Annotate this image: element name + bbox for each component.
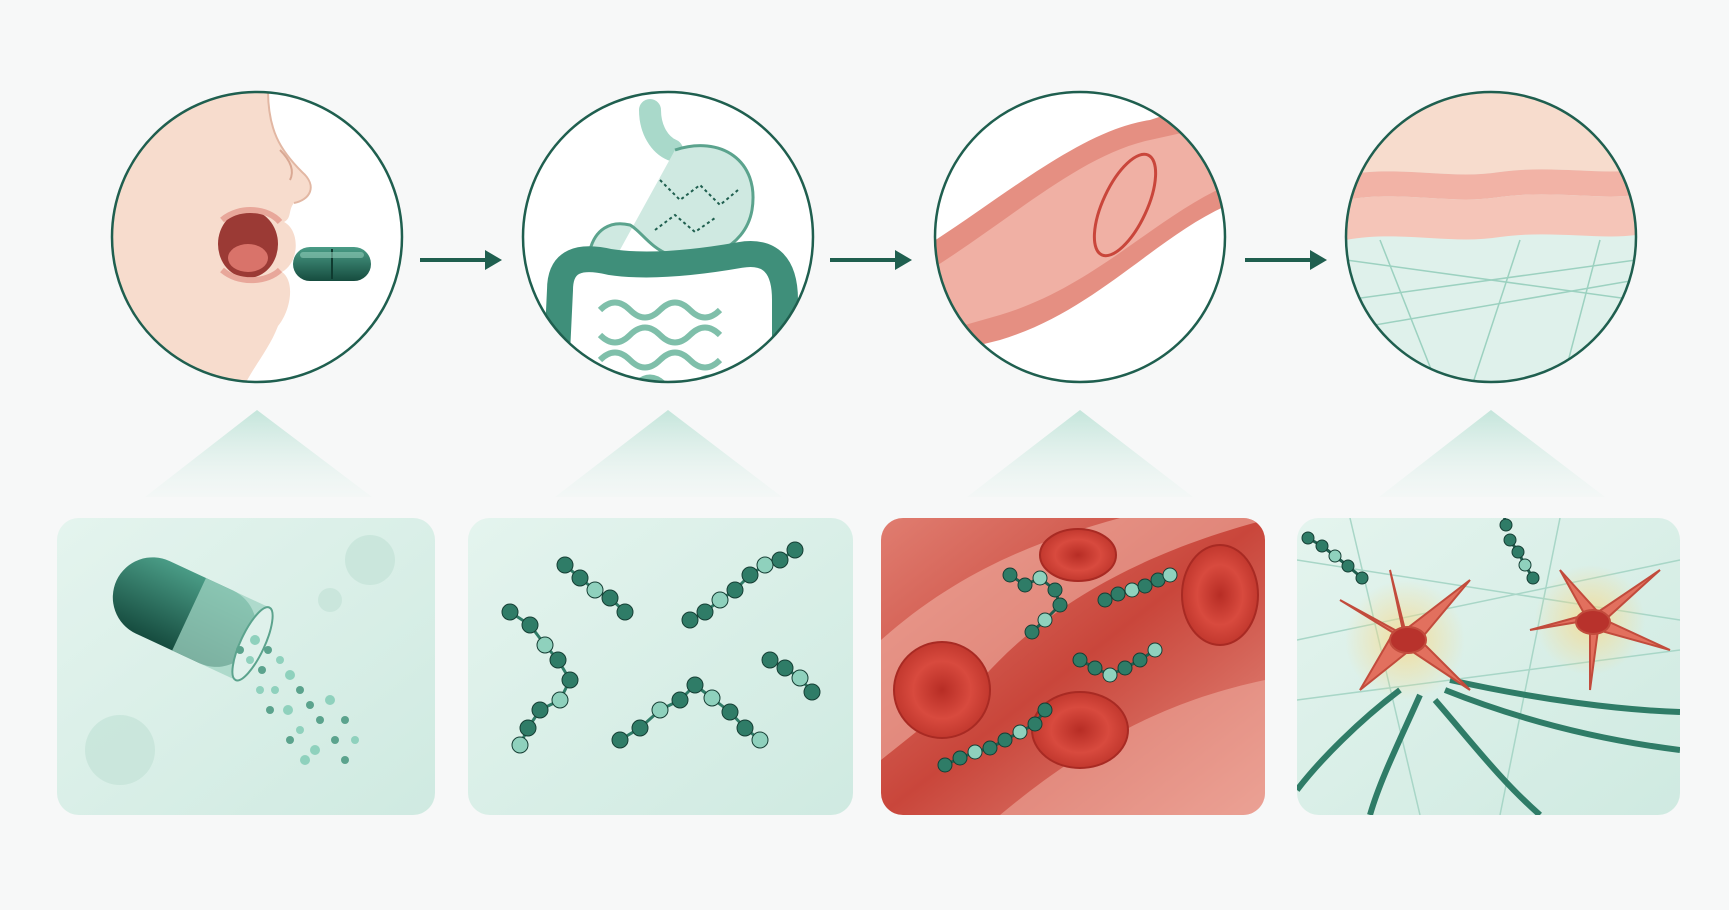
peptide-chain	[1072, 642, 1163, 683]
particle	[271, 686, 279, 694]
blood-vessel-icon	[933, 90, 1227, 384]
peptide-chain	[1002, 567, 1068, 640]
fibroblasts-and-collagen-fibers-icon	[1297, 518, 1680, 815]
peptide-chain	[681, 541, 804, 629]
particle	[300, 755, 310, 765]
particle	[236, 646, 244, 654]
right-arrow-icon	[830, 250, 912, 270]
particle-burst	[236, 635, 359, 765]
particle	[264, 646, 272, 654]
projection-cone-1	[145, 410, 372, 497]
particle	[266, 706, 274, 714]
peptide-chain	[611, 676, 769, 749]
particle	[258, 666, 266, 674]
capsule-releasing-particles-icon	[57, 518, 435, 815]
projection-cones	[145, 410, 1605, 497]
particle	[341, 716, 349, 724]
particle	[341, 756, 349, 764]
peptide-chains	[501, 541, 821, 754]
red-blood-cells-with-peptides-icon	[881, 518, 1265, 815]
projection-cone-4	[1379, 410, 1605, 497]
peptide-chain	[556, 556, 634, 621]
mouth-with-capsule-icon	[110, 90, 404, 384]
projection-cone-3	[967, 410, 1193, 497]
capsule-icon	[293, 247, 371, 281]
right-arrow-icon	[420, 250, 502, 270]
incoming-peptides	[1301, 518, 1540, 585]
particle	[286, 736, 294, 744]
peptide-chains-icon	[468, 518, 853, 815]
red-blood-cells	[893, 528, 1259, 769]
projection-cone-2	[555, 410, 782, 497]
particle	[285, 670, 295, 680]
particle	[306, 701, 314, 709]
particle	[331, 736, 339, 744]
fibroblast-cells	[1339, 569, 1671, 691]
peptide-chain	[761, 651, 821, 701]
blood-peptide-chains	[937, 567, 1178, 773]
particle	[256, 686, 264, 694]
peptide-chain	[1097, 567, 1178, 608]
flow-arrows	[420, 250, 1327, 270]
skin-cross-section-icon	[1344, 90, 1638, 384]
particle	[325, 695, 335, 705]
peptide-chain	[1499, 518, 1513, 532]
peptide-chain	[501, 603, 579, 754]
particle	[296, 686, 304, 694]
particle	[316, 716, 324, 724]
stomach-and-intestines-icon	[521, 90, 815, 384]
peptide-chain	[1503, 533, 1540, 585]
particle	[310, 745, 320, 755]
collagen-fibers	[1297, 677, 1680, 815]
peptide-chain	[937, 702, 1053, 773]
particle	[351, 736, 359, 744]
particle	[283, 705, 293, 715]
right-arrow-icon	[1245, 250, 1327, 270]
peptide-chain	[1301, 531, 1369, 585]
particle	[246, 656, 254, 664]
particle	[276, 656, 284, 664]
particle	[296, 726, 304, 734]
particle	[250, 635, 260, 645]
